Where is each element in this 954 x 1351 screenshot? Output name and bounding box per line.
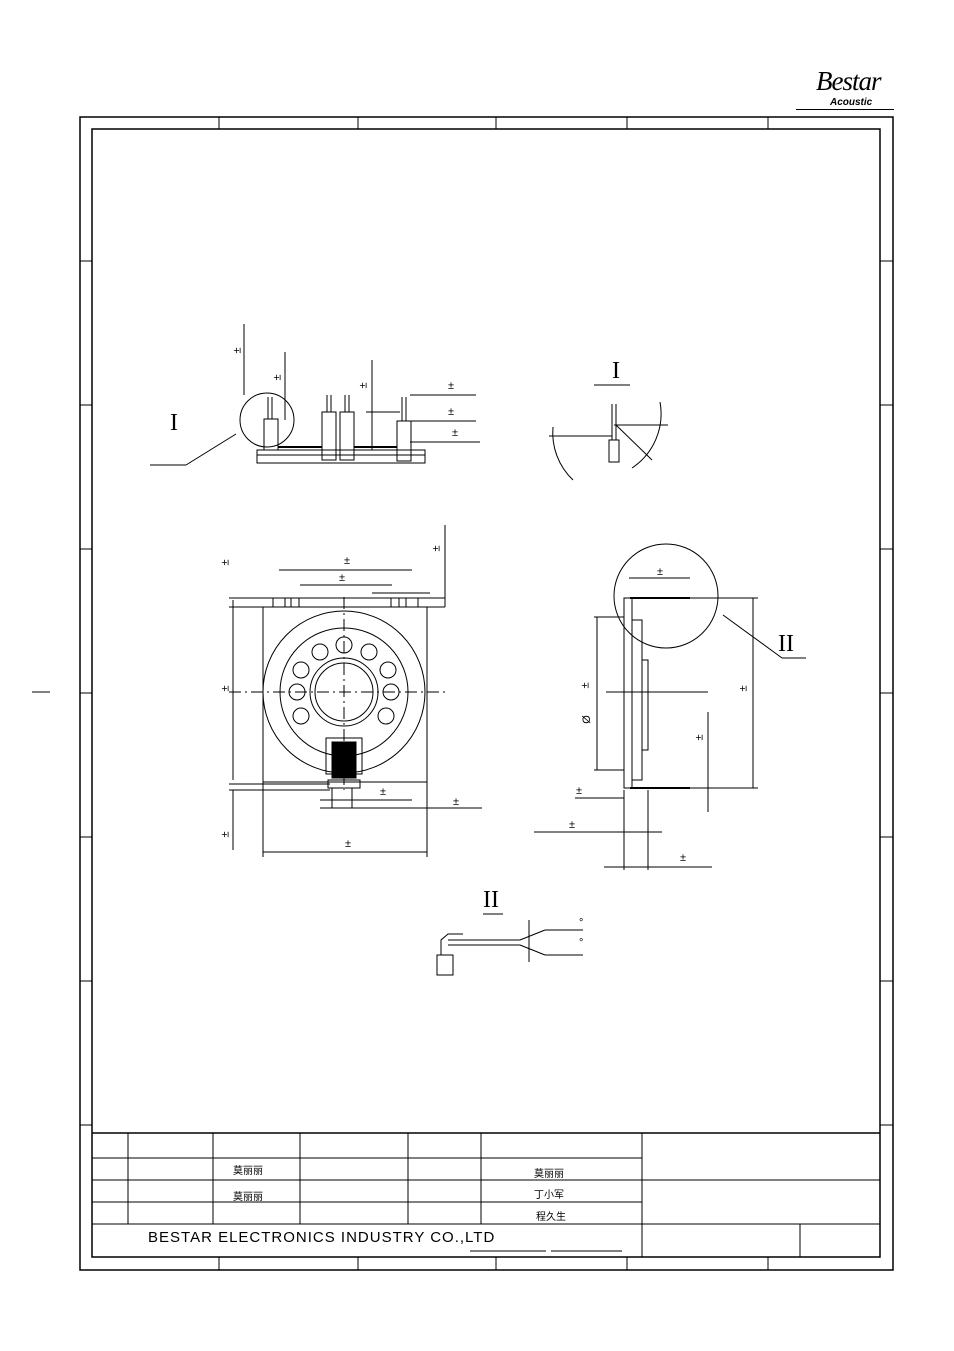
tolerance-mark: ±	[339, 572, 346, 584]
tolerance-mark: ±	[344, 555, 351, 567]
top-profile-view	[150, 324, 480, 466]
detail-i-title: I	[612, 358, 620, 384]
tolerance-mark: ±	[219, 831, 232, 838]
detail-ii-title: II	[483, 887, 499, 913]
detail-ii-view	[436, 913, 583, 976]
checked-name-2: 丁小军	[534, 1190, 564, 1201]
tolerance-mark: ±	[737, 685, 750, 692]
drawn-name-2: 莫丽丽	[233, 1192, 263, 1203]
drawn-name-1: 莫丽丽	[233, 1166, 263, 1177]
logo-sub: Acoustic	[830, 97, 873, 108]
zone-ticks-right	[880, 260, 893, 1126]
tolerance-mark: ±	[345, 838, 352, 850]
detail-i-callout: I	[170, 410, 178, 436]
degree-mark: °	[579, 917, 584, 929]
tolerance-mark: ±	[569, 819, 576, 831]
bestar-logo: Bestar Acoustic	[796, 64, 896, 112]
checked-name-1: 莫丽丽	[534, 1169, 564, 1180]
degree-mark: °	[579, 937, 584, 949]
tolerance-mark: ±	[357, 382, 370, 389]
title-block-grid	[92, 1132, 880, 1257]
tolerance-mark: ±	[271, 374, 284, 381]
detail-i-angle-view	[549, 384, 668, 481]
tolerance-mark: ±	[219, 559, 232, 566]
diameter-mark: Ø	[580, 715, 593, 724]
tolerance-mark: ±	[693, 734, 706, 741]
outer-frame	[79, 116, 894, 1271]
tolerance-mark: ±	[452, 427, 459, 439]
front-view	[229, 525, 482, 857]
zone-ticks-bottom	[218, 1257, 769, 1270]
tolerance-mark: ±	[219, 685, 232, 692]
tolerance-mark: ±	[430, 545, 443, 552]
side-view	[534, 543, 806, 870]
tolerance-mark: ±	[453, 796, 460, 808]
tolerance-mark: ±	[380, 786, 387, 798]
tolerance-mark: ±	[448, 406, 455, 418]
tolerance-mark: ±	[680, 852, 687, 864]
zone-ticks-left	[80, 260, 92, 1126]
tolerance-mark: ±	[448, 380, 455, 392]
logo-brand: Bestar	[816, 66, 881, 96]
tolerance-mark: ±	[231, 347, 244, 354]
tolerance-mark: ±	[576, 785, 583, 797]
logo-rule	[796, 109, 894, 110]
company-name: BESTAR ELECTRONICS INDUSTRY CO.,LTD	[148, 1229, 496, 1246]
zone-ticks-top	[218, 117, 769, 129]
tolerance-mark: ±	[579, 682, 592, 689]
tolerance-mark: ±	[657, 566, 664, 578]
detail-ii-callout: II	[778, 631, 794, 657]
inner-frame	[91, 128, 881, 1258]
approved-name: 程久生	[536, 1212, 566, 1223]
